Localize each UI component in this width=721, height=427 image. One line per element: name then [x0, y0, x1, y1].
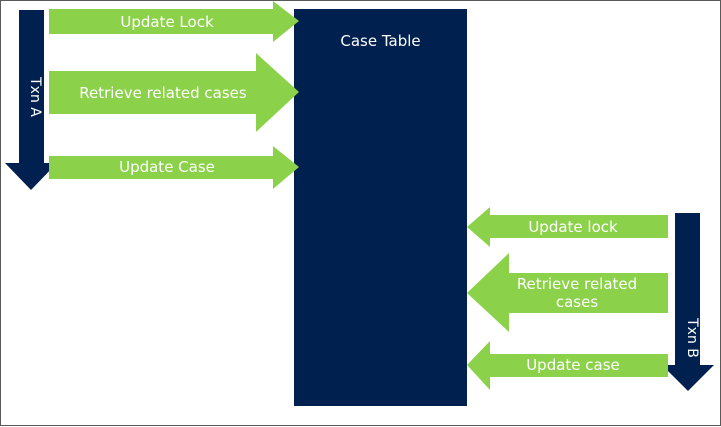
txn-b-label: Txn B: [684, 317, 700, 358]
txn-b-step-update-lock-arrow: [467, 207, 668, 247]
txn-a-step-update-case-label: Update Case: [119, 158, 215, 176]
txn-a-timeline-arrow: [5, 10, 57, 190]
txn-a-step-update-lock-arrow: [49, 1, 299, 42]
txn-b-step-update-case-label: Update case: [526, 356, 620, 374]
txn-a-step-update-lock-label: Update Lock: [120, 13, 214, 31]
txn-a-step-retrieve-arrow: [49, 53, 299, 132]
txn-a-label: Txn A: [27, 76, 43, 117]
txn-a-step-retrieve-label: Retrieve related cases: [79, 84, 247, 102]
txn-b-step-retrieve-arrow: [467, 253, 668, 332]
txn-b-timeline-arrow: [662, 213, 714, 391]
txn-b-step-update-lock-label: Update lock: [528, 218, 618, 236]
txn-b-step-update-case-arrow: [467, 341, 668, 390]
case-table-label: Case Table: [340, 32, 420, 50]
txn-b-step-retrieve-label-line1: Retrieve related: [517, 275, 637, 293]
txn-b-step-retrieve-label-line2: cases: [556, 293, 598, 311]
txn-a-step-update-case-arrow: [49, 146, 299, 189]
case-table-block: [294, 9, 467, 406]
